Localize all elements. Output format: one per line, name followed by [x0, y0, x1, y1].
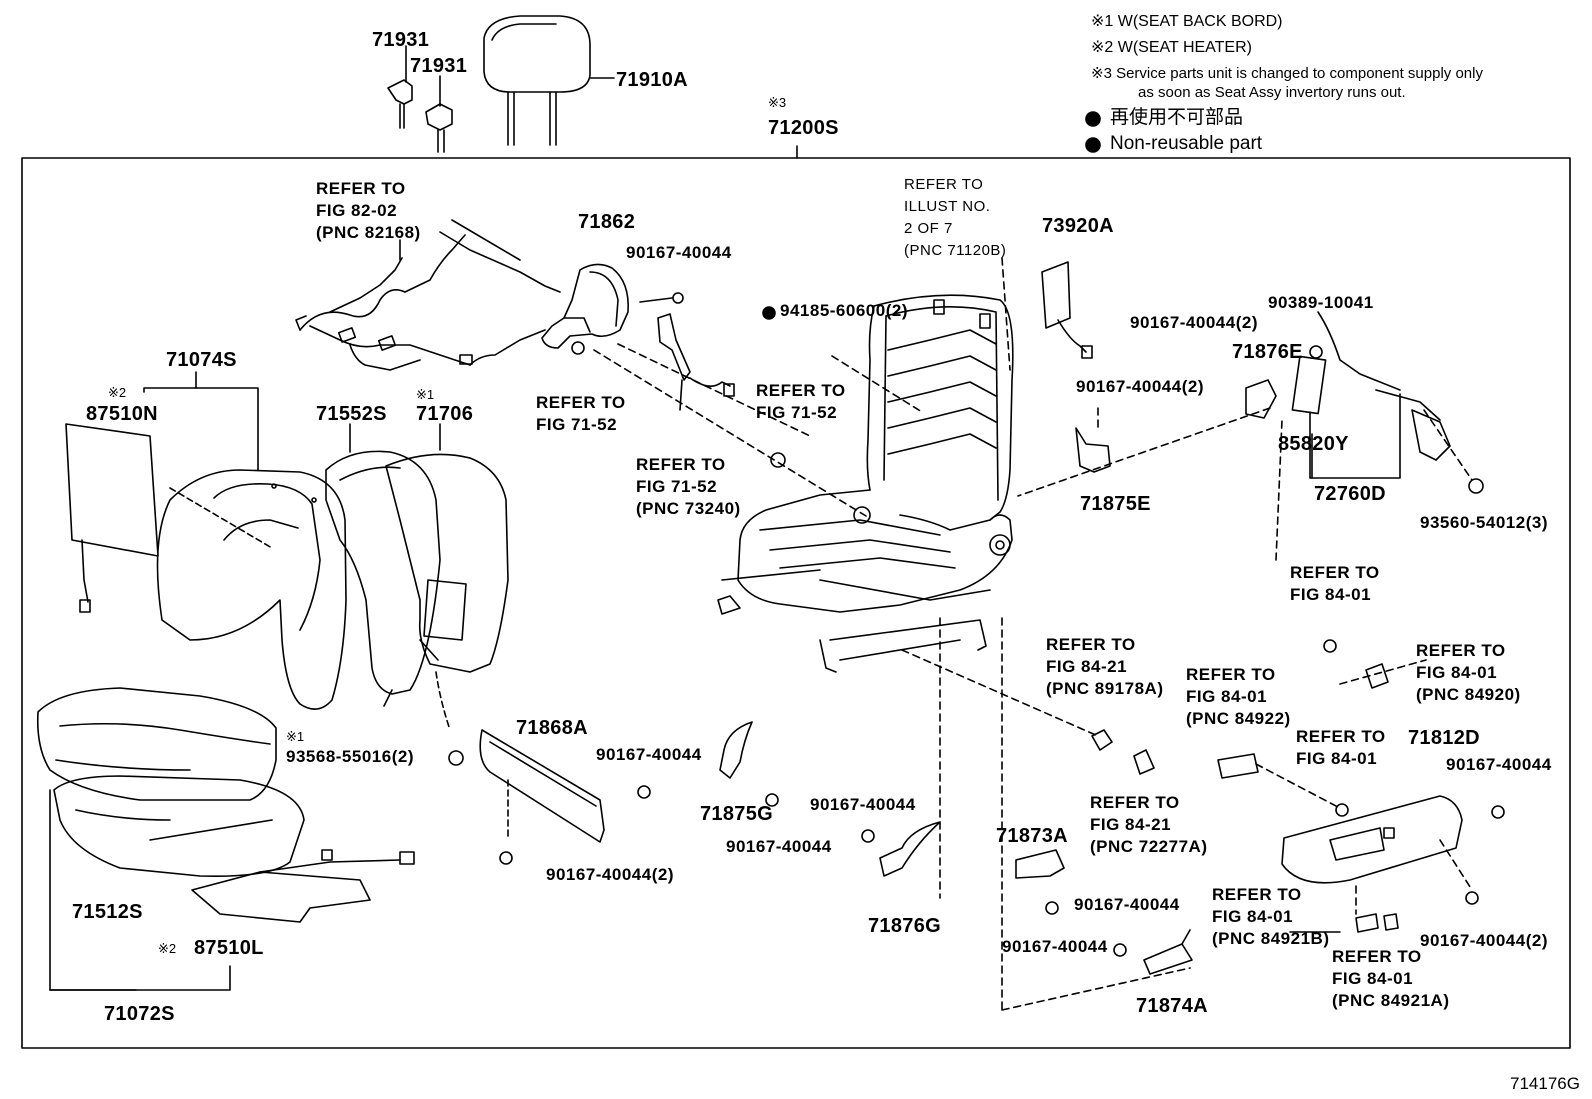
- refer-illust-2-of-7[interactable]: REFER TO ILLUST NO. 2 OF 7 (PNC 71120B): [904, 176, 1007, 259]
- non-reusable-marker-icon: [763, 307, 775, 319]
- part-72760D[interactable]: 72760D: [1314, 483, 1386, 505]
- refer-fig-84-01-d[interactable]: REFER TO FIG 84-01: [1296, 727, 1386, 768]
- refer-fig-84-01-c[interactable]: REFER TO FIG 84-01 (PNC 84922): [1186, 665, 1291, 728]
- part-71873A[interactable]: 71873A: [996, 825, 1068, 847]
- part-90167-40044-j[interactable]: 90167-40044: [1446, 755, 1552, 774]
- legend-bullet-icon-1: [1086, 112, 1100, 126]
- mark-93568: ※1: [286, 729, 305, 744]
- note-service-parts: ※3 Service parts unit is changed to comp…: [1091, 65, 1483, 82]
- mark-71200S: ※3: [768, 95, 787, 110]
- refer-fig-84-01-a[interactable]: REFER TO FIG 84-01: [1290, 563, 1380, 604]
- assembly-frame: [22, 158, 1570, 1048]
- heater-unit-drawing: [1246, 312, 1483, 493]
- part-94185-60600[interactable]: 94185-60600(2): [780, 301, 908, 320]
- heater-mat-87510L-drawing: [192, 850, 414, 922]
- part-90167-40044-b[interactable]: 90167-40044(2): [1130, 313, 1258, 332]
- part-73920A[interactable]: 73920A: [1042, 215, 1114, 237]
- refer-fig-84-21-a[interactable]: REFER TO FIG 84-21 (PNC 89178A): [1046, 635, 1164, 698]
- part-90167-40044-g[interactable]: 90167-40044: [810, 795, 916, 814]
- part-71706[interactable]: 71706: [416, 403, 474, 425]
- part-71876G[interactable]: 71876G: [868, 915, 941, 937]
- seatback-pad-drawing: [326, 451, 440, 706]
- switch-cover-drawing: [1282, 796, 1504, 904]
- wire-harness-drawing: [296, 220, 560, 370]
- headrest-drawing: [484, 16, 614, 145]
- seatback-cover-drawing: [158, 470, 347, 709]
- part-93568-55016[interactable]: 93568-55016(2): [286, 747, 414, 766]
- part-85820Y[interactable]: 85820Y: [1278, 433, 1349, 455]
- note-service-parts-cont: as soon as Seat Assy invertory runs out.: [1138, 84, 1406, 101]
- note-seat-back-board: ※1 W(SEAT BACK BORD): [1091, 13, 1283, 30]
- assembly-lines: [594, 258, 1472, 1010]
- part-71874A[interactable]: 71874A: [1136, 995, 1208, 1017]
- part-90389-10041[interactable]: 90389-10041: [1268, 293, 1374, 312]
- part-71931-lower[interactable]: 71931: [410, 55, 468, 77]
- legend-bullet-icon-2: [1086, 138, 1100, 152]
- part-90167-40044-h[interactable]: 90167-40044: [1074, 895, 1180, 914]
- part-71072S[interactable]: 71072S: [104, 1003, 175, 1025]
- part-71875G[interactable]: 71875G: [700, 803, 773, 825]
- nut-drawing: [771, 453, 785, 467]
- back-board-73920A-drawing: [1042, 262, 1092, 358]
- part-90167-40044-c[interactable]: 90167-40044(2): [1076, 377, 1204, 396]
- part-71875E[interactable]: 71875E: [1080, 493, 1151, 515]
- refer-fig-84-01-b[interactable]: REFER TO FIG 84-01 (PNC 84920): [1416, 641, 1521, 704]
- part-71812D[interactable]: 71812D: [1408, 727, 1480, 749]
- mark-87510N: ※2: [108, 385, 127, 400]
- refer-fig-84-01-e[interactable]: REFER TO FIG 84-01 (PNC 84921B): [1212, 885, 1330, 948]
- part-87510L[interactable]: 87510L: [194, 937, 264, 959]
- cushion-cover-drawing: [38, 688, 276, 800]
- part-90167-40044-e[interactable]: 90167-40044: [726, 837, 832, 856]
- mark-87510L: ※2: [158, 941, 177, 956]
- heater-mat-87510N-drawing: [66, 424, 272, 612]
- part-71200S[interactable]: 71200S: [768, 117, 839, 139]
- part-87510N[interactable]: 87510N: [86, 403, 158, 425]
- part-71862[interactable]: 71862: [578, 211, 636, 233]
- note-seat-heater: ※2 W(SEAT HEATER): [1091, 39, 1252, 56]
- part-71910A[interactable]: 71910A: [616, 69, 688, 91]
- switch-parts-drawing: [1092, 640, 1398, 932]
- part-71876E[interactable]: 71876E: [1232, 341, 1303, 363]
- refer-fig-82-02[interactable]: REFER TO FIG 82-02 (PNC 82168): [316, 179, 421, 242]
- refer-fig-84-01-f[interactable]: REFER TO FIG 84-01 (PNC 84921A): [1332, 947, 1450, 1010]
- side-shield-drawing: [480, 730, 650, 864]
- cushion-pad-drawing: [54, 776, 304, 876]
- mark-71706: ※1: [416, 387, 435, 402]
- part-71552S[interactable]: 71552S: [316, 403, 387, 425]
- bracket-71873A-drawing: [1016, 850, 1064, 914]
- part-71074S[interactable]: 71074S: [166, 349, 237, 371]
- part-71931-upper[interactable]: 71931: [372, 29, 430, 51]
- refer-fig-71-52-c[interactable]: REFER TO FIG 71-52 (PNC 73240): [636, 455, 741, 518]
- part-71512S[interactable]: 71512S: [72, 901, 143, 923]
- diagram-code: 714176G: [1510, 1074, 1580, 1093]
- part-90167-40044-a[interactable]: 90167-40044: [626, 243, 732, 262]
- refer-fig-71-52-b[interactable]: REFER TO FIG 71-52: [756, 381, 846, 422]
- legend-japanese: 再使用不可部品: [1110, 107, 1244, 128]
- seat-frame-drawing: [718, 295, 1013, 672]
- bracket-71875E-drawing: [1076, 428, 1110, 472]
- part-93560-54012[interactable]: 93560-54012(3): [1420, 513, 1548, 532]
- leader-lines: [50, 372, 1400, 990]
- side-cover-71862-drawing: [542, 264, 683, 354]
- headrest-guides-drawing: [388, 46, 452, 152]
- lever-71875G-drawing: [720, 722, 778, 806]
- part-71868A[interactable]: 71868A: [516, 717, 588, 739]
- bracket-71874A-drawing: [1114, 930, 1192, 974]
- lever-71876G-drawing: [862, 822, 940, 876]
- refer-fig-84-21-b[interactable]: REFER TO FIG 84-21 (PNC 72277A): [1090, 793, 1208, 856]
- legend-non-reusable: Non-reusable part: [1110, 133, 1263, 154]
- part-90167-40044-d[interactable]: 90167-40044: [596, 745, 702, 764]
- seatback-board-drawing: [386, 454, 508, 765]
- part-90167-40044-i[interactable]: 90167-40044: [1002, 937, 1108, 956]
- part-90167-40044-f[interactable]: 90167-40044(2): [546, 865, 674, 884]
- part-90167-40044-k[interactable]: 90167-40044(2): [1420, 931, 1548, 950]
- refer-fig-71-52-a[interactable]: REFER TO FIG 71-52: [536, 393, 626, 434]
